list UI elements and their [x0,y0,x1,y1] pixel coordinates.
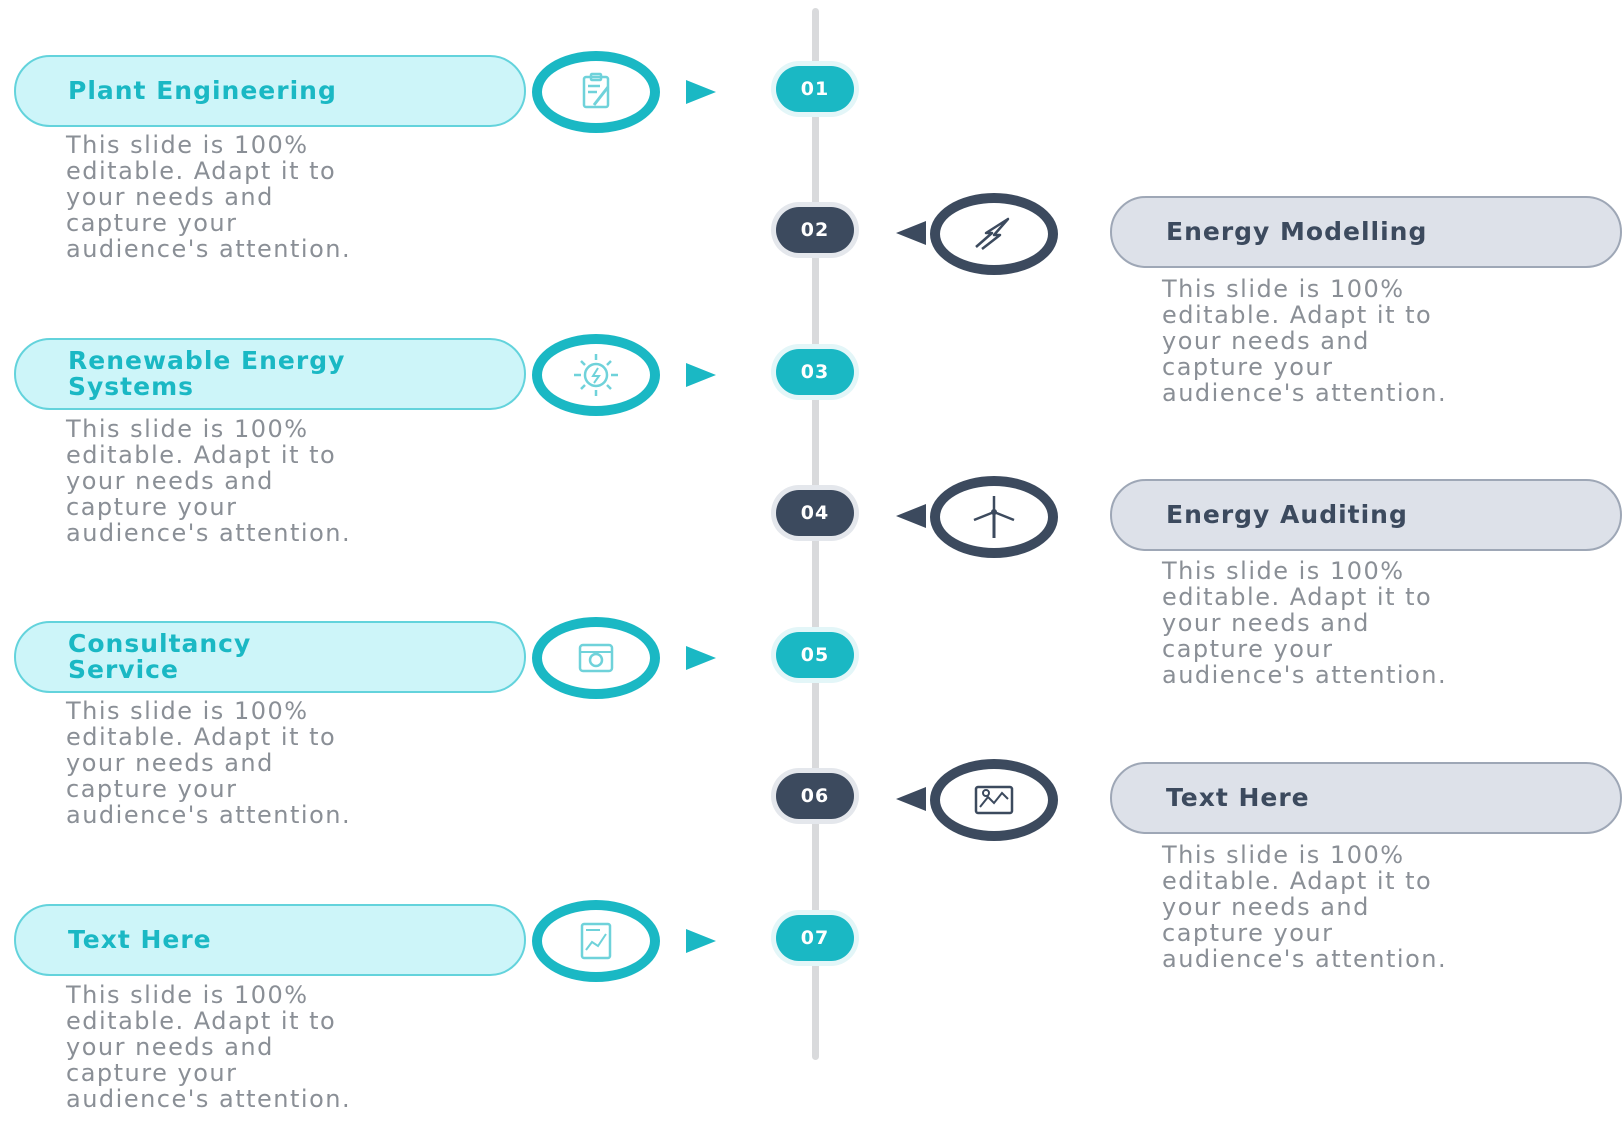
step-7-title: Text Here [68,925,212,954]
step-2-title-pill: Energy Modelling [1110,196,1622,268]
step-5-icon-ring [532,617,660,699]
step-1-arrow [686,80,716,104]
step-7-arrow [686,929,716,953]
step-4-title-pill: Energy Auditing [1110,479,1622,551]
step-6-number-badge: 06 [776,773,854,819]
step-6-description: This slide is 100% editable. Adapt it to… [1162,841,1448,973]
consultancy-icon [578,643,614,673]
map-icon [974,785,1014,815]
step-1-description: This slide is 100% editable. Adapt it to… [66,131,352,263]
step-6-arrow [896,787,926,811]
step-5-number-badge: 05 [776,632,854,678]
step-2-title: Energy Modelling [1166,217,1428,246]
chart-document-icon [580,922,612,960]
step-6-title-pill: Text Here [1110,762,1622,834]
step-1-title-pill: Plant Engineering [14,55,526,127]
step-3-description: This slide is 100% editable. Adapt it to… [66,415,352,547]
step-3-title: Renewable Energy Systems [68,346,346,401]
step-5-title-pill: Consultancy Service [14,621,526,693]
step-4-description: This slide is 100% editable. Adapt it to… [1162,557,1448,689]
step-7-icon-ring [532,900,660,982]
step-1-icon-ring [532,51,660,133]
step-3-arrow [686,363,716,387]
step-1-title: Plant Engineering [68,76,337,105]
step-5-title: Consultancy Service [68,629,252,684]
lightning-bolt-icon [975,217,1010,250]
step-6-icon-ring [930,759,1058,841]
step-2-arrow [896,221,926,245]
step-3-title-pill: Renewable Energy Systems [14,338,526,410]
step-7-number-badge: 07 [776,915,854,961]
step-4-icon-ring [930,476,1058,558]
step-3-icon-ring [532,334,660,416]
step-4-number-badge: 04 [776,490,854,536]
step-2-number-badge: 02 [776,207,854,253]
step-4-title: Energy Auditing [1166,500,1408,529]
step-1-number-badge: 01 [776,66,854,112]
step-7-title-pill: Text Here [14,904,526,976]
step-3-number-badge: 03 [776,349,854,395]
step-4-arrow [896,504,926,528]
step-5-arrow [686,646,716,670]
sun-energy-icon [574,354,618,396]
step-2-description: This slide is 100% editable. Adapt it to… [1162,275,1448,407]
clipboard-pencil-icon [582,72,610,109]
step-6-title: Text Here [1166,783,1310,812]
wind-turbine-icon [973,496,1015,538]
step-5-description: This slide is 100% editable. Adapt it to… [66,697,352,829]
step-7-description: This slide is 100% editable. Adapt it to… [66,981,352,1113]
step-2-icon-ring [930,193,1058,275]
